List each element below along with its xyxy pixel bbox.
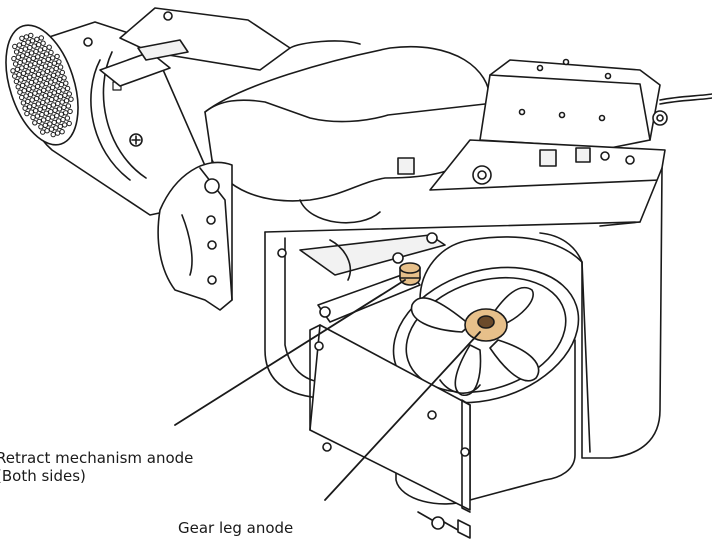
- retract-anode-leader: [174, 279, 406, 426]
- motor-vent-holes: [10, 32, 74, 138]
- retract-mechanism-anode-label: Retract mechanism anode (Both sides): [0, 449, 194, 485]
- vent-hole: [54, 113, 60, 119]
- leg-bracket: [157, 161, 233, 311]
- vent-hole: [38, 35, 44, 41]
- vent-hole: [65, 103, 72, 109]
- gear-leg-anode: [464, 308, 508, 342]
- vent-hole: [28, 32, 34, 39]
- vent-hole: [59, 69, 65, 76]
- vent-hole: [66, 120, 72, 127]
- vent-hole: [68, 96, 74, 102]
- vent-hole: [33, 95, 40, 102]
- vent-hole: [67, 108, 73, 115]
- retract-anode: [399, 262, 421, 286]
- gear-leg-anode-label: Gear leg anode: [178, 519, 294, 537]
- vent-hole: [63, 80, 69, 86]
- motor-housing: [5, 21, 221, 216]
- vent-hole: [34, 113, 41, 119]
- retract-linkage: [277, 232, 446, 323]
- control-box: [479, 58, 712, 149]
- vent-hole: [60, 87, 66, 93]
- mounting-plate: [309, 324, 471, 539]
- vent-hole: [64, 85, 71, 92]
- vent-hole: [40, 40, 46, 46]
- vent-hole: [53, 95, 59, 101]
- vent-hole: [61, 75, 67, 81]
- vent-hole: [54, 53, 60, 60]
- vent-hole: [40, 70, 46, 76]
- vent-hole: [56, 59, 62, 65]
- vent-hole: [20, 70, 27, 77]
- leader-lines: [174, 279, 481, 501]
- vent-hole: [46, 44, 52, 50]
- gear-anode-leader: [324, 331, 481, 501]
- vent-hole: [64, 115, 71, 121]
- vent-hole: [20, 53, 26, 59]
- vent-hole: [59, 129, 65, 135]
- vent-hole: [66, 91, 73, 97]
- vent-hole: [39, 52, 45, 59]
- vent-hole: [13, 78, 20, 85]
- vent-hole: [48, 49, 54, 56]
- vent-hole: [57, 64, 64, 70]
